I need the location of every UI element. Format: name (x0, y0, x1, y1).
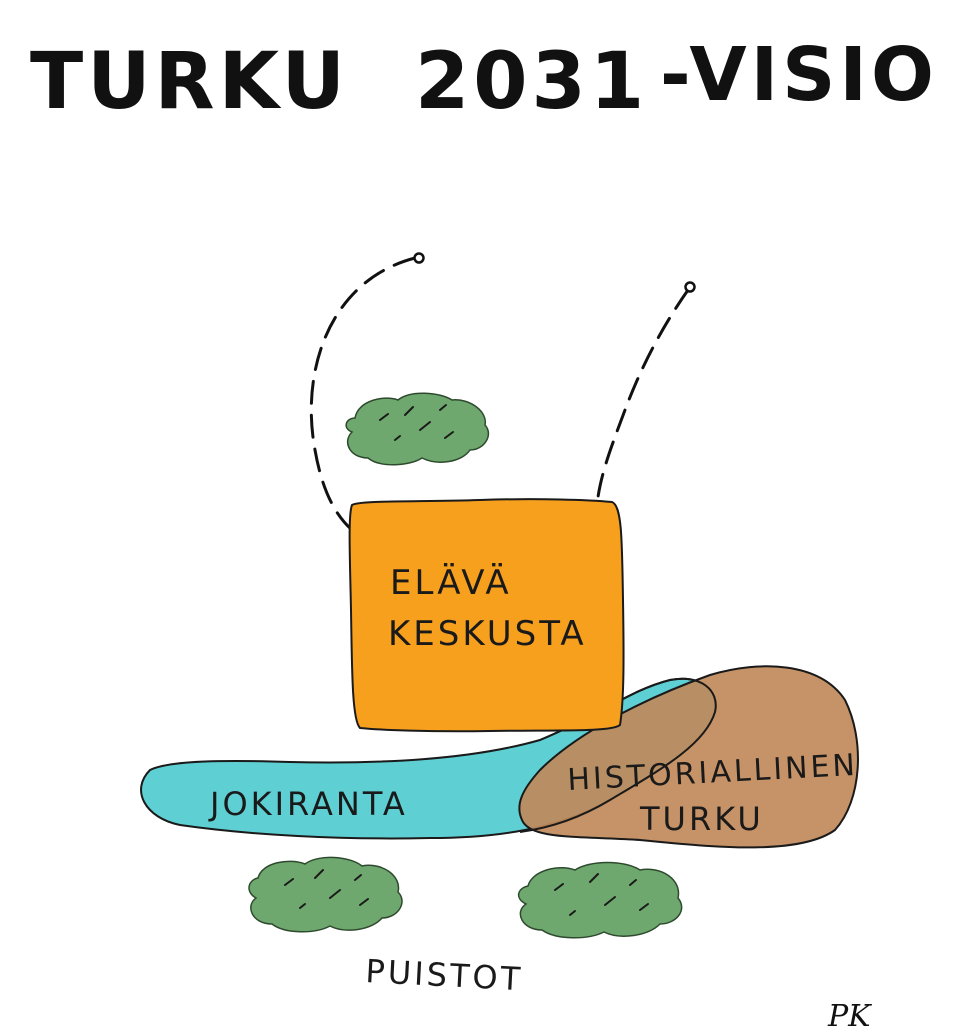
park-blob-top (345, 392, 490, 466)
dashed-line-right (595, 288, 690, 507)
park-top-shape (345, 392, 490, 466)
park-blob-bottom-left (248, 856, 403, 933)
zone-historic (518, 665, 859, 849)
park-bottom-left-hatching (284, 869, 369, 909)
park-blob-bottom-right (517, 861, 683, 939)
dashed-connections (309, 252, 696, 532)
artist-signature: PK (827, 999, 872, 1034)
park-bottom-right-shape (517, 861, 683, 939)
riverside-label: JOKIRANTA (208, 785, 408, 823)
endpoint-dot-right (684, 281, 696, 293)
center-shape (348, 498, 625, 733)
historic-shape (518, 665, 859, 849)
title-part-turku: TURKU (30, 37, 349, 127)
center-label-line1: ELÄVÄ (390, 563, 512, 603)
parks-label: PUISTOT (365, 952, 525, 998)
endpoint-dot-left (413, 252, 425, 264)
park-bottom-right-hatching (554, 873, 649, 916)
center-label-line2: KESKUSTA (388, 614, 587, 654)
title-part-visio: -VISIO (660, 32, 938, 118)
title-part-year: 2031 (415, 37, 648, 127)
dashed-line-left (309, 256, 417, 532)
park-bottom-left-shape (248, 856, 403, 933)
title: TURKU 2031 -VISIO (30, 32, 938, 127)
zone-center: ELÄVÄ KESKUSTA (348, 498, 625, 733)
riverside-overlap-outline (519, 677, 717, 833)
park-top-hatching (379, 404, 454, 441)
historic-label-line2: TURKU (639, 800, 764, 838)
